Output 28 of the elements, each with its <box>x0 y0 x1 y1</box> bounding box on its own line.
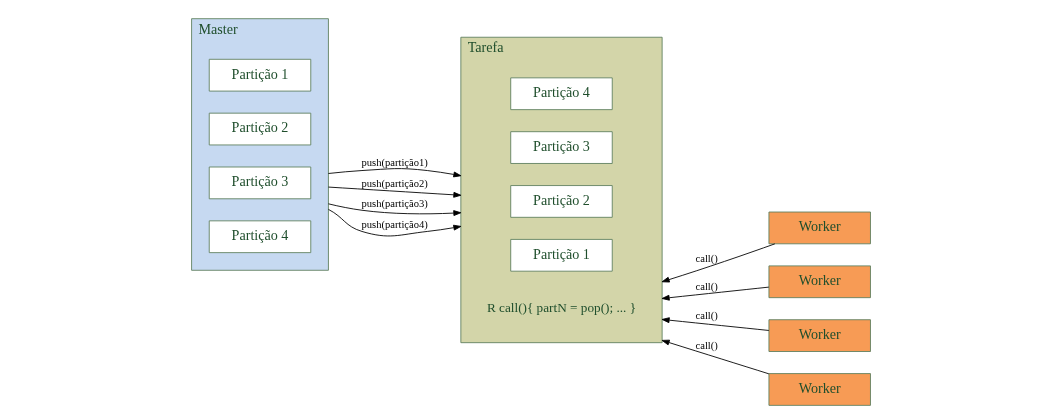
edge-label: push(partição1) <box>361 156 428 168</box>
node-box: Worker <box>768 211 871 245</box>
edge-label: call() <box>695 339 718 351</box>
arrow <box>661 243 776 283</box>
edge-label: call() <box>695 310 718 322</box>
edge-label: push(partição3) <box>361 198 428 210</box>
arrow <box>328 203 462 216</box>
arrow <box>328 208 462 237</box>
node-box: Partição 2 <box>208 112 312 146</box>
edge-label: push(partição2) <box>361 177 428 189</box>
node-box: Partição 1 <box>208 58 312 92</box>
edge-label: call() <box>695 253 718 264</box>
node-box: Partição 3 <box>208 166 312 200</box>
edge-label: push(partição4) <box>361 219 428 231</box>
edge-label: call() <box>695 281 718 293</box>
node-box: Partição 2 <box>510 185 613 218</box>
arrow <box>328 168 462 178</box>
node-box: Worker <box>768 265 871 299</box>
node-box: Partição 1 <box>510 238 613 272</box>
node-box: Partição 3 <box>510 131 613 164</box>
node-box: Partição 4 <box>510 77 613 111</box>
node-box: Partição 4 <box>208 220 312 254</box>
arrow <box>661 339 770 375</box>
node-box: Worker <box>768 373 871 406</box>
arrow <box>661 286 770 301</box>
node-box: Worker <box>768 319 871 352</box>
arrow <box>328 186 462 198</box>
arrow <box>661 317 770 331</box>
